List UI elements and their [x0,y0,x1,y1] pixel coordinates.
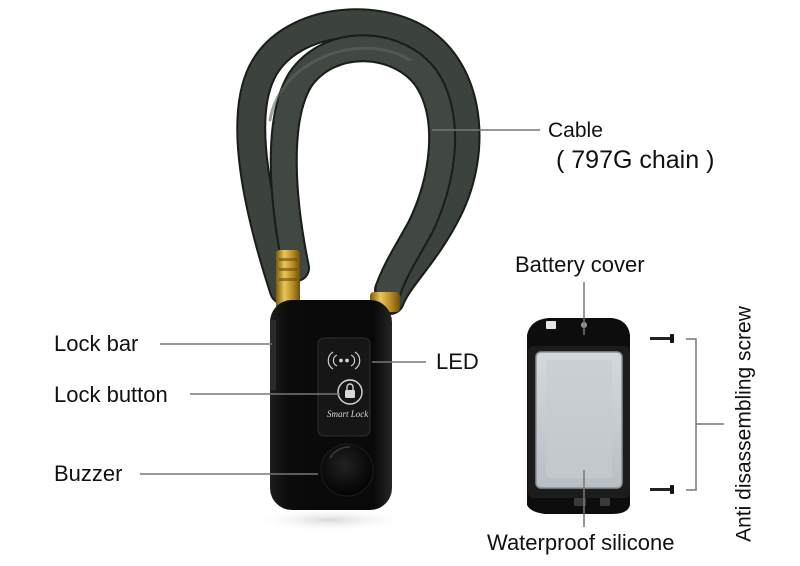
screw-bracket [686,338,697,491]
anti-screw-label: Anti disassembling screw [732,306,756,542]
battery-cover-panel [527,318,630,514]
padlock-icon [345,390,355,398]
battery-cover-label: Battery cover [515,252,645,277]
signal-icon [327,351,361,370]
buzzer [320,443,374,497]
cable [236,8,481,315]
cable-sub-label: ( 797G chain ) [556,146,715,174]
lock-bar-label: Lock bar [54,331,139,356]
cable-label: Cable [548,119,603,142]
buzzer-label: Buzzer [54,461,123,486]
led-label: LED [436,349,479,374]
waterproof-silicone-label: Waterproof silicone [487,530,675,555]
screw-top-icon [650,334,674,343]
leader-lines [140,129,724,527]
lock-body [250,300,410,532]
lock-bar [270,320,276,390]
anti-disassembling-screws [650,334,674,494]
lock-button [337,379,363,405]
lock-button-label: Lock button [54,382,168,407]
device-brand-text: Smart Lock [327,409,369,419]
screw-bottom-icon [650,485,674,494]
